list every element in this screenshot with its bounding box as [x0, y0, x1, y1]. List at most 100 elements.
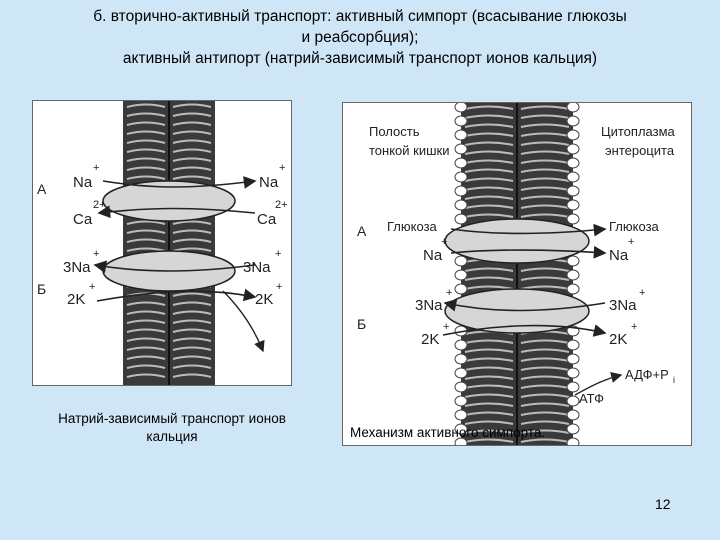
membrane-ridge — [454, 143, 468, 155]
membrane-ridge — [454, 269, 468, 281]
membrane-ridge — [454, 339, 468, 351]
membrane-stripe — [464, 429, 514, 434]
title-line-3: активный антипорт (натрий-зависимый тран… — [122, 50, 598, 67]
slide-title: б. вторично-активный транспорт: активный… — [0, 6, 720, 69]
na-left-charge: + — [441, 236, 447, 248]
membrane-ridge — [454, 129, 468, 141]
membrane-stripe — [172, 238, 212, 243]
membrane-stripe — [172, 247, 212, 252]
membrane-stripe — [520, 339, 570, 344]
membrane-stripe — [126, 373, 166, 378]
symport-caption: Механизм активного симпорта. — [350, 425, 546, 440]
membrane-ridge — [566, 367, 580, 379]
na3-arrow — [93, 260, 256, 274]
membrane-ridge — [566, 213, 580, 225]
membrane-stripe — [464, 141, 514, 146]
glucose-right-label: Глюкоза — [609, 219, 660, 234]
membrane-ridge — [566, 199, 580, 211]
antiport-caption: Натрий-зависимый транспорт ионов кальция — [58, 411, 286, 444]
membrane-stripe — [172, 337, 212, 342]
membrane-stripe — [172, 364, 212, 369]
membrane-ridge — [454, 423, 468, 435]
na3-left-label: 3Na — [63, 259, 91, 276]
membrane-stripe — [520, 384, 570, 389]
membrane-stripe — [172, 229, 212, 234]
membrane-stripe — [172, 148, 212, 153]
atp-label: АТФ — [579, 391, 604, 406]
k2-right-label: 2K — [609, 331, 627, 348]
membrane-stripe — [126, 238, 166, 243]
na-arrow — [450, 245, 607, 259]
lumen-label-1: Полость — [369, 124, 420, 139]
membrane-ridge — [454, 381, 468, 393]
na-left-charge: + — [93, 162, 99, 174]
na-right-label: Na — [609, 247, 629, 264]
symporter-a — [444, 218, 590, 264]
membrane-stripe — [520, 132, 570, 137]
membrane-stripe — [520, 123, 570, 128]
row-a-label: А — [357, 223, 367, 239]
membrane-stripe — [126, 319, 166, 324]
membrane-stripe — [126, 139, 166, 144]
membrane-stripe — [464, 195, 514, 200]
membrane-stripe — [520, 141, 570, 146]
membrane-stripe — [520, 150, 570, 155]
membrane-stripe — [172, 130, 212, 135]
membrane-ridge — [454, 185, 468, 197]
membrane-stripe — [520, 402, 570, 407]
membrane-ridge — [454, 437, 468, 445]
membrane-stripe — [172, 175, 212, 180]
membrane-stripe — [464, 357, 514, 362]
k2-arrow — [442, 324, 607, 337]
membrane-ridge — [566, 185, 580, 197]
ca-right-label: Ca — [257, 211, 277, 228]
na-left-label: Na — [73, 174, 93, 191]
membrane-stripe — [520, 114, 570, 119]
membrane-stripe — [464, 393, 514, 398]
na3-arrow — [443, 299, 606, 312]
symport-diagram: Полость тонкой кишки Цитоплазма энтероци… — [357, 103, 676, 445]
cytoplasm-label-1: Цитоплазма — [601, 124, 676, 139]
membrane-stripe — [520, 168, 570, 173]
adp-label: АДФ+P — [625, 367, 669, 382]
membrane-stripe — [464, 366, 514, 371]
membrane-stripe — [520, 159, 570, 164]
na3-right-charge: + — [639, 287, 645, 299]
membrane-stripe — [520, 357, 570, 362]
membrane-stripe — [520, 213, 570, 218]
k2-left-label: 2K — [67, 291, 85, 308]
membrane-ridge — [454, 115, 468, 127]
transporter-a — [102, 180, 236, 222]
membrane-ridge — [454, 213, 468, 225]
membrane-stripe — [464, 402, 514, 407]
membrane-ridge — [454, 367, 468, 379]
membrane-stripe — [172, 319, 212, 324]
membrane-stripe — [464, 348, 514, 353]
membrane-stripe — [464, 438, 514, 443]
membrane-stripe — [126, 166, 166, 171]
membrane-stripe — [520, 186, 570, 191]
membrane-stripe — [172, 346, 212, 351]
na-right-label: Na — [259, 174, 279, 191]
symport-figure: Полость тонкой кишки Цитоплазма энтероци… — [342, 102, 692, 446]
membrane-stripe — [520, 204, 570, 209]
membrane-stripe — [464, 204, 514, 209]
membrane-ridge — [566, 171, 580, 183]
membrane-ridge — [454, 395, 468, 407]
title-line-2: и реабсорбция); — [301, 29, 419, 46]
ca-out-arrow — [97, 205, 256, 219]
membrane-ridge — [454, 409, 468, 421]
membrane-stripe — [520, 438, 570, 443]
row-b-label: Б — [357, 316, 366, 332]
membrane-stripe — [520, 366, 570, 371]
lumen-label-2: тонкой кишки — [369, 143, 449, 158]
membrane-stripe — [172, 139, 212, 144]
membrane-stripe — [172, 157, 212, 162]
na3-left-label: 3Na — [415, 297, 443, 314]
membrane-stripe — [126, 175, 166, 180]
membrane-stripe — [464, 339, 514, 344]
membrane-stripe — [464, 267, 514, 272]
membrane-bilayer — [454, 103, 580, 445]
membrane-stripe — [464, 213, 514, 218]
membrane-stripe — [172, 292, 212, 297]
